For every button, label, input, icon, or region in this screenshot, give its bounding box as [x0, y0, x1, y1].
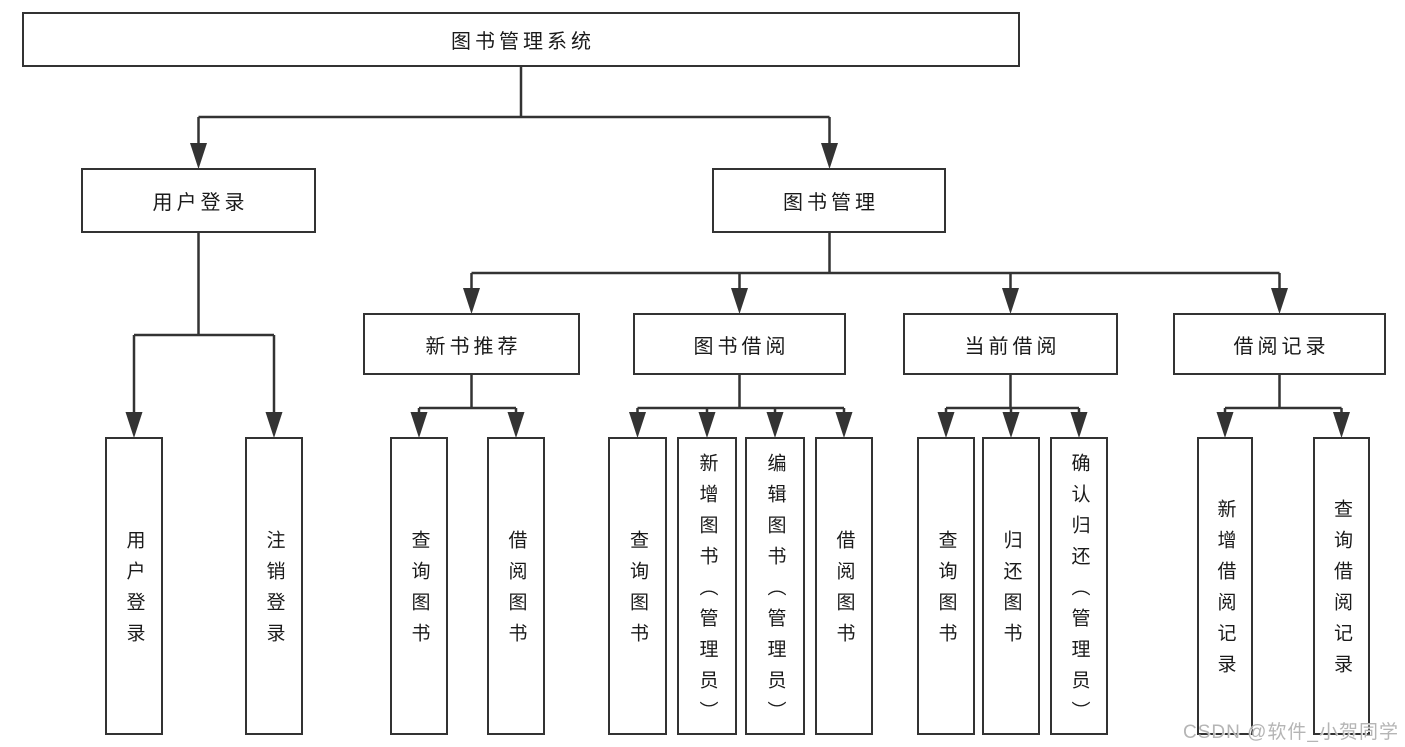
leaf-query-book-3: 查询图书: [917, 437, 975, 735]
node-borrow-records-label: 借阅记录: [1233, 335, 1330, 358]
node-book-management: 图书管理: [712, 168, 946, 233]
node-user-login: 用户登录: [81, 168, 316, 233]
connector-user-login-split: [125, 233, 283, 438]
node-new-book-recommend: 新书推荐: [363, 313, 580, 375]
node-book-borrow: 图书借阅: [633, 313, 846, 375]
csdn-watermark: CSDN @软件_小贺同学: [1183, 722, 1399, 743]
leaf-return-book-label: 归还图书: [1000, 530, 1022, 654]
leaf-edit-book-admin: 编辑图书（管理员）: [745, 437, 805, 735]
leaf-confirm-return-admin-label: 确认归还（管理员）: [1068, 452, 1090, 732]
leaf-edit-book-admin-label: 编辑图书（管理员）: [764, 452, 786, 732]
leaf-query-borrow-record: 查询借阅记录: [1313, 437, 1370, 735]
leaf-logout: 注销登录: [245, 437, 303, 735]
leaf-add-borrow-record: 新增借阅记录: [1197, 437, 1253, 735]
connector-book-mgmt-split: [463, 233, 1288, 314]
leaf-query-book-1-label: 查询图书: [408, 530, 430, 654]
leaf-borrow-book-2: 借阅图书: [815, 437, 873, 735]
leaf-borrow-book-1-label: 借阅图书: [505, 530, 527, 654]
node-root: 图书管理系统: [22, 12, 1020, 67]
node-new-book-recommend-label: 新书推荐: [425, 335, 522, 358]
leaf-return-book: 归还图书: [982, 437, 1040, 735]
leaf-user-login-label: 用户登录: [123, 530, 145, 654]
node-root-label: 图书管理系统: [451, 31, 595, 53]
leaf-query-book-2-label: 查询图书: [627, 530, 648, 654]
connector-book-borrow-split: [629, 375, 853, 438]
leaf-borrow-book-1: 借阅图书: [487, 437, 545, 735]
node-book-borrow-label: 图书借阅: [693, 335, 790, 358]
leaf-query-borrow-record-label: 查询借阅记录: [1331, 499, 1352, 685]
leaf-query-book-3-label: 查询图书: [935, 530, 957, 654]
node-borrow-records: 借阅记录: [1173, 313, 1386, 375]
connector-current-borrow-split: [937, 375, 1088, 438]
leaf-borrow-book-2-label: 借阅图书: [833, 530, 855, 654]
leaf-query-book-2: 查询图书: [608, 437, 667, 735]
leaf-add-book-admin-label: 新增图书（管理员）: [696, 452, 718, 732]
connector-root-to-level2: [190, 66, 838, 169]
connector-borrow-record-split: [1216, 375, 1350, 438]
leaf-logout-label: 注销登录: [263, 530, 285, 654]
leaf-add-borrow-record-label: 新增借阅记录: [1214, 499, 1236, 685]
leaf-confirm-return-admin: 确认归还（管理员）: [1050, 437, 1108, 735]
node-book-management-label: 图书管理: [783, 192, 879, 214]
node-current-borrow-label: 当前借阅: [964, 335, 1061, 358]
leaf-query-book-1: 查询图书: [390, 437, 448, 735]
node-user-login-label: 用户登录: [152, 192, 249, 214]
leaf-add-book-admin: 新增图书（管理员）: [677, 437, 737, 735]
connector-new-book-split: [410, 375, 525, 438]
node-current-borrow: 当前借阅: [903, 313, 1118, 375]
leaf-user-login: 用户登录: [105, 437, 163, 735]
